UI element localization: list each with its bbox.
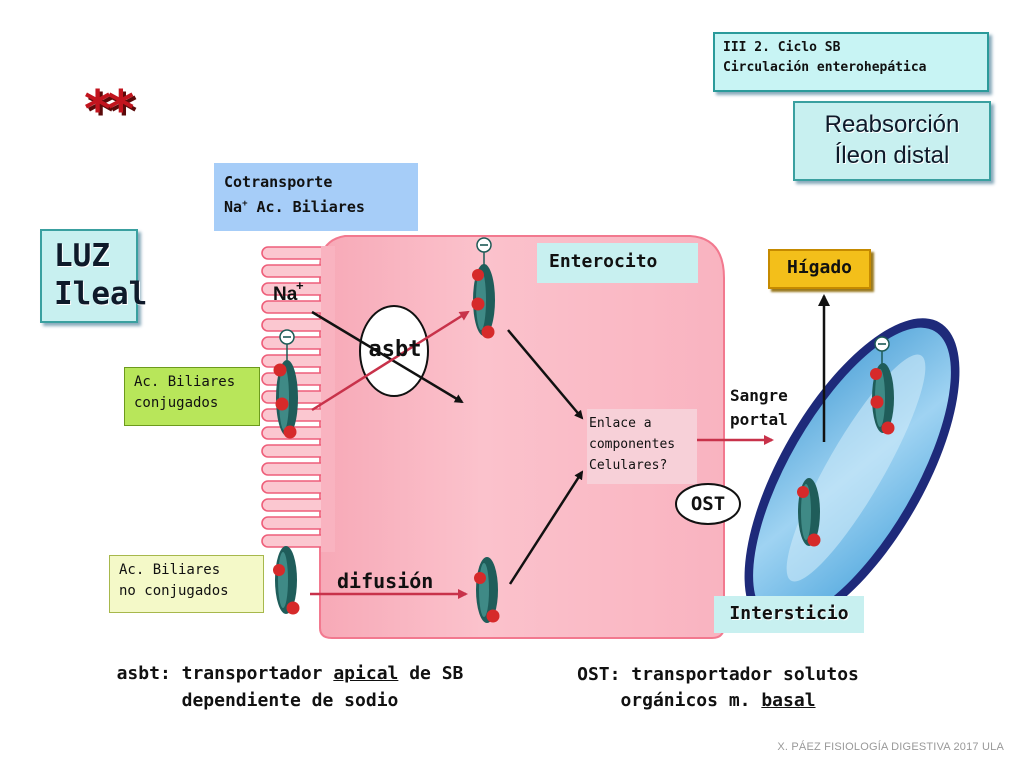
enlace-componentes-label: Enlace a componentes Celulares? bbox=[587, 409, 697, 484]
ac-biliares-no-conjugados-label: Ac. Biliares no conjugados bbox=[109, 555, 264, 613]
header-line-1: III 2. Ciclo SB bbox=[723, 40, 841, 55]
caption-asbt: asbt: transportador apical de SB dependi… bbox=[95, 660, 485, 714]
caption-asbt-abbr: asbt: bbox=[116, 663, 171, 684]
bile-acid-vessel-top bbox=[870, 336, 895, 435]
enlace-line-2: componentes bbox=[589, 437, 676, 452]
reabsorcion-line-1: Reabsorción bbox=[824, 111, 960, 138]
difusion-label: difusión bbox=[337, 569, 434, 593]
ac-no-conjugados-line-2: no conjugados bbox=[119, 583, 229, 599]
sangre-line-2: portal bbox=[730, 410, 788, 429]
bile-acid-lumen-unconjugated bbox=[273, 546, 300, 615]
cotransporte-ac-biliares: Ac. Biliares bbox=[247, 198, 365, 216]
bile-acid-lumen-conjugated bbox=[273, 329, 298, 439]
bile-acid-vessel-bottom bbox=[797, 478, 821, 547]
enterocito-label: Enterocito bbox=[537, 243, 698, 283]
sangre-portal-label: Sangre portal bbox=[730, 384, 788, 432]
ost-transporter bbox=[675, 483, 741, 525]
luz-ileal-label: LUZ Ileal bbox=[40, 229, 148, 323]
ac-conjugados-line-1: Ac. Biliares bbox=[134, 374, 236, 390]
caption-ost-abbr: OST: bbox=[577, 664, 621, 685]
cotransporte-label: Cotransporte Na+ Ac. Biliares bbox=[214, 163, 418, 231]
ac-conjugados-line-2: conjugados bbox=[134, 395, 219, 411]
caption-ost-line-1: OST: transportador solutos bbox=[548, 662, 888, 688]
reabsorcion-line-2: Íleon distal bbox=[834, 142, 950, 169]
slide-credit: X. PÁEZ FISIOLOGÍA DIGESTIVA 2017 ULA bbox=[777, 741, 1004, 753]
asbt-transporter bbox=[359, 305, 429, 397]
na-ion-charge: + bbox=[296, 278, 304, 293]
emphasis-stars: ** bbox=[84, 80, 134, 140]
intersticio-label: Intersticio bbox=[714, 596, 864, 633]
cotransporte-line-2: Na+ Ac. Biliares bbox=[224, 195, 408, 220]
caption-asbt-line-2: dependiente de sodio bbox=[181, 690, 399, 711]
luz-line-2: Ileal bbox=[54, 276, 148, 312]
caption-ost-basal: basal bbox=[761, 690, 816, 711]
bile-acid-molecules bbox=[273, 237, 895, 623]
caption-asbt-text-2: de SB bbox=[398, 663, 464, 684]
caption-ost-text-1: transportador solutos bbox=[620, 664, 859, 685]
cotransporte-line-1: Cotransporte bbox=[224, 173, 333, 191]
reabsorcion-title: Reabsorción Íleon distal bbox=[793, 101, 991, 181]
caption-asbt-line-1: asbt: transportador apical de SB bbox=[95, 660, 485, 687]
enlace-line-3: Celulares? bbox=[589, 458, 668, 473]
luz-line-1: LUZ bbox=[54, 238, 110, 274]
ac-no-conjugados-line-1: Ac. Biliares bbox=[119, 562, 221, 578]
slide-section-header: III 2. Ciclo SB Circulación enterohepáti… bbox=[713, 32, 989, 92]
asbt-label: asbt bbox=[368, 337, 422, 362]
higado-label: Hígado bbox=[768, 249, 871, 289]
header-line-2: Circulación enterohepática bbox=[723, 60, 927, 75]
transport-arrows bbox=[310, 310, 774, 599]
caption-asbt-apical: apical bbox=[333, 663, 399, 684]
bile-acid-cell-top bbox=[471, 237, 495, 339]
bile-acid-cell-bottom bbox=[474, 557, 500, 623]
enlace-line-1: Enlace a bbox=[589, 416, 652, 431]
ac-biliares-conjugados-label: Ac. Biliares conjugados bbox=[124, 367, 260, 426]
na-ion-symbol: Na bbox=[273, 284, 298, 305]
cotransporte-na: Na bbox=[224, 198, 243, 216]
cotransporte-charge: + bbox=[242, 199, 248, 209]
ost-label: OST bbox=[690, 493, 726, 515]
caption-ost: OST: transportador solutos orgánicos m. … bbox=[548, 662, 888, 714]
caption-ost-text-2: orgánicos m. bbox=[620, 690, 762, 711]
sangre-line-1: Sangre bbox=[730, 386, 788, 405]
caption-ost-line-2: orgánicos m. basal bbox=[548, 688, 888, 714]
caption-asbt-text-1: transportador bbox=[170, 663, 334, 684]
